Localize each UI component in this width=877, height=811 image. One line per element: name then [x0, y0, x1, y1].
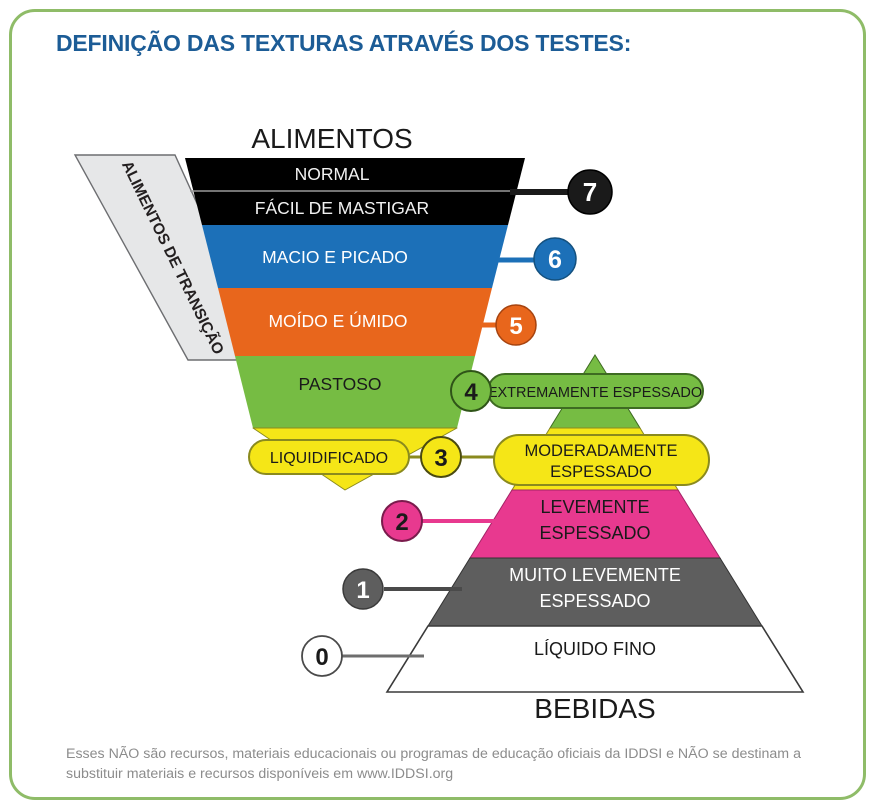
disclaimer-line-2: destinam a substituir materiais e recurs… [66, 746, 801, 783]
marker-level-6[interactable] [533, 237, 577, 281]
pyramid-label-liquido-fino: LÍQUIDO FINO [534, 639, 656, 659]
pyramid-label-muito-levemente-1: MUITO LEVEMENTE [509, 565, 681, 585]
marker-level-3[interactable] [420, 436, 462, 478]
funnel-level5-shape [218, 288, 492, 356]
pill-label-liquidificado: LIQUIDIFICADO [270, 450, 388, 467]
level-connectors [340, 189, 572, 658]
marker-label-6: 6 [548, 246, 562, 274]
funnel-label-macio-picado: MACIO E PICADO [262, 247, 408, 267]
pill-label-moderadamente: MODERADAMENTE [524, 442, 677, 460]
funnel-label-normal: NORMAL [295, 164, 370, 184]
marker-label-1: 1 [356, 577, 369, 604]
level-pills: EXTREMAMENTE ESPESSADO LIQUIDIFICADO MOD… [248, 373, 710, 486]
marker-level-0[interactable] [301, 635, 343, 677]
marker-label-0: 0 [315, 644, 328, 671]
marker-level-4[interactable] [450, 370, 492, 412]
marker-label-4: 4 [464, 379, 478, 406]
pyramid-label-muito-levemente-2: ESPESSADO [539, 591, 650, 611]
funnel-label-facil-mastigar: FÁCIL DE MASTIGAR [255, 198, 429, 218]
pill-label-extremamente-espessado: EXTREMAMENTE ESPESSADO [488, 385, 702, 401]
funnel-label-moido-umido: MOÍDO E ÚMIDO [268, 310, 407, 331]
pyramid-label-levemente-1: LEVEMENTE [540, 497, 649, 517]
level-markers: 7 6 5 4 3 2 1 0 [301, 169, 613, 677]
marker-label-5: 5 [509, 313, 522, 340]
funnel-level6-shape [202, 225, 508, 288]
pill-level3-food [248, 439, 410, 475]
marker-label-3: 3 [434, 445, 447, 472]
drinks-axis-label: BEBIDAS [534, 693, 655, 724]
marker-level-7[interactable] [567, 169, 613, 215]
pill-label-moderadamente-espessado: ESPESSADO [550, 463, 652, 481]
marker-level-2[interactable] [381, 500, 423, 542]
marker-label-2: 2 [395, 509, 408, 536]
marker-level-5[interactable] [495, 304, 537, 346]
marker-level-1[interactable] [342, 568, 384, 610]
pill-level3-drink [493, 434, 710, 486]
pyramid-label-levemente-2: ESPESSADO [539, 523, 650, 543]
page-title: DEFINIÇÃO DAS TEXTURAS ATRAVÉS DOS TESTE… [56, 30, 632, 56]
marker-label-7: 7 [583, 177, 597, 207]
disclaimer-footer: Esses NÃO são recursos, materiais educac… [66, 744, 826, 784]
foods-axis-label: ALIMENTOS [251, 123, 412, 154]
pyramid-level0-shape [385, 625, 805, 693]
disclaimer-line-1: Esses NÃO são recursos, materiais educac… [66, 746, 728, 762]
funnel-label-pastoso: PASTOSO [299, 374, 382, 394]
funnel-level4-shape [235, 356, 475, 428]
